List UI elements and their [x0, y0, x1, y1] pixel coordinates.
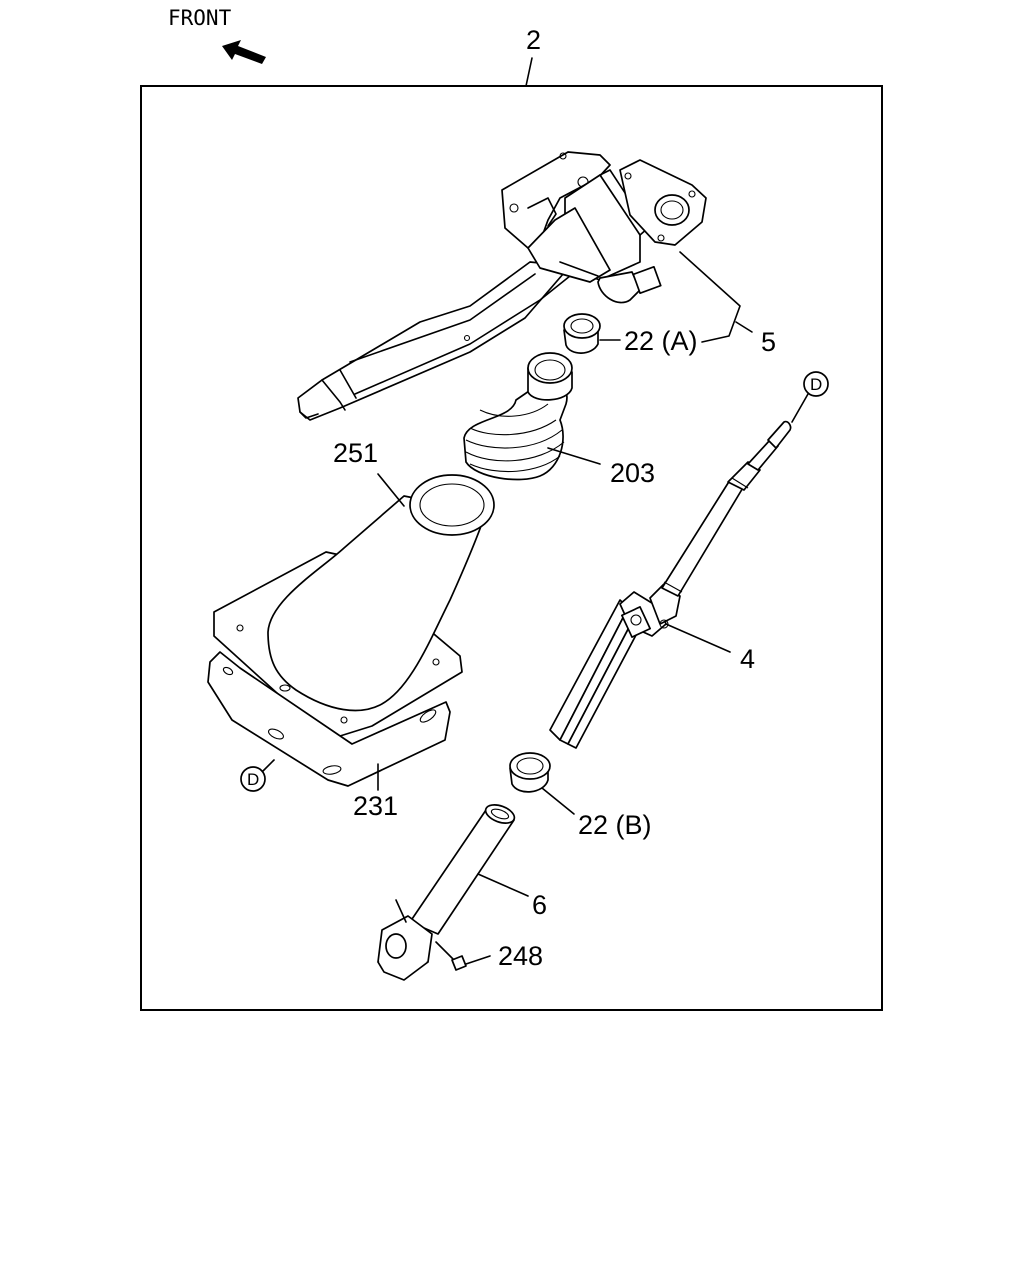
leader-connector-d-right [791, 393, 809, 423]
callout-248: 248 [498, 941, 543, 971]
leader-251 [377, 473, 405, 507]
bolt-248-part [435, 941, 467, 971]
callout-203: 203 [610, 458, 655, 488]
callout-5: 5 [761, 327, 776, 357]
leader-22b [541, 787, 575, 815]
shaft-4-part [549, 420, 792, 749]
assembly-leader [525, 57, 533, 87]
svg-text:D: D [247, 770, 259, 789]
plate-231-part [207, 651, 451, 787]
leader-connector-d-left [262, 759, 275, 772]
assembly-number: 2 [526, 25, 541, 55]
connector-d-icon: D [240, 766, 266, 792]
bushing-22a-part [563, 313, 601, 354]
bracket-housing-part [297, 151, 707, 421]
bushing-22b-part [509, 752, 551, 793]
callout-6: 6 [532, 890, 547, 920]
callout-231: 231 [353, 791, 398, 821]
leader-203 [547, 447, 601, 465]
front-label: FRONT [168, 6, 232, 30]
callout-22a: 22 (A) [624, 326, 698, 356]
svg-text:D: D [810, 375, 822, 394]
assembly-frame [140, 85, 883, 1011]
connector-d-icon-right: D [803, 371, 829, 397]
leader-5 [679, 251, 741, 343]
front-arrow-icon [222, 40, 266, 64]
callout-22b: 22 (B) [578, 810, 652, 840]
leader-6 [477, 873, 529, 897]
callout-4: 4 [740, 644, 755, 674]
tube-6-part [377, 804, 516, 981]
cover-251-part [213, 474, 495, 737]
leader-4 [665, 623, 731, 653]
boot-203-part [463, 352, 573, 481]
leader-5-tail [735, 321, 753, 333]
callout-251: 251 [333, 438, 378, 468]
leader-248 [465, 955, 491, 965]
